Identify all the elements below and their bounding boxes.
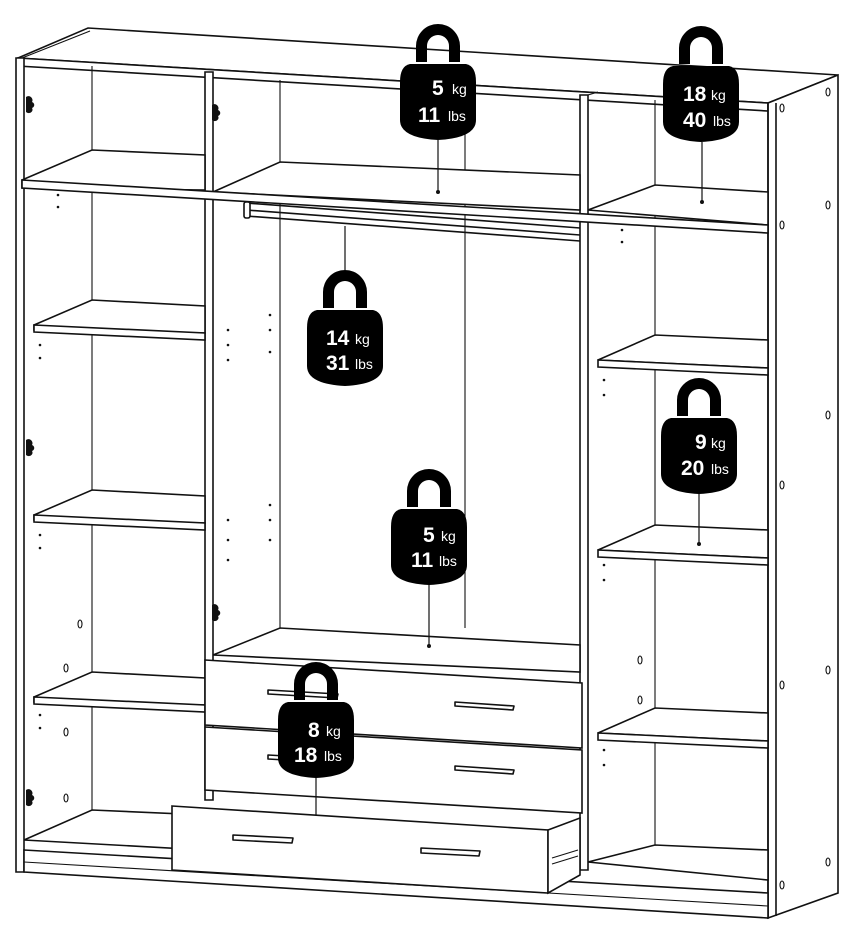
- weight-kg-value: 8: [308, 719, 320, 742]
- top-shelf: [21, 149, 769, 234]
- weight-kg-value: 14: [326, 327, 350, 350]
- weight-kg-unit: kg: [711, 435, 726, 451]
- weight-kg-unit: kg: [355, 331, 370, 347]
- weight-callout-drawer: 8 kg 18 lbs: [278, 662, 354, 778]
- weight-lbs-value: 11: [418, 104, 441, 127]
- left-shelves: [23, 299, 206, 851]
- weight-kg-value: 5: [423, 524, 435, 547]
- weight-kg-unit: kg: [441, 528, 456, 544]
- weight-callout-top-right-shelf: 18 kg 40 lbs: [663, 26, 739, 142]
- shelf-pin-holes: [38, 87, 831, 890]
- weight-lbs-unit: lbs: [448, 108, 466, 124]
- weight-kg-unit: kg: [711, 87, 726, 103]
- weight-lbs-value: 31: [326, 352, 350, 375]
- weight-callout-top-middle-shelf: 5 kg 11 lbs: [400, 24, 476, 140]
- weight-callout-middle-bottom-shelf: 5 kg 11 lbs: [391, 469, 467, 585]
- weight-kg-unit: kg: [452, 81, 467, 97]
- weight-lbs-unit: lbs: [713, 113, 731, 129]
- middle-bottom-shelf: [212, 627, 581, 673]
- weight-lbs-unit: lbs: [711, 461, 729, 477]
- weight-lbs-value: 40: [683, 109, 706, 132]
- weight-lbs-unit: lbs: [324, 748, 342, 764]
- drawers: [171, 659, 583, 895]
- weight-kg-value: 18: [683, 83, 707, 106]
- right-shelves: [587, 334, 769, 881]
- weight-lbs-value: 20: [681, 457, 704, 480]
- weight-callout-hanging-rail: 14 kg 31 lbs: [307, 270, 383, 386]
- weight-lbs-value: 18: [294, 744, 318, 767]
- weight-kg-value: 5: [432, 77, 444, 100]
- weight-lbs-unit: lbs: [355, 356, 373, 372]
- weight-callout-right-shelf: 9 kg 20 lbs: [661, 378, 737, 494]
- hanging-rail: [243, 201, 581, 242]
- weight-kg-value: 9: [695, 431, 707, 454]
- weight-lbs-value: 11: [411, 549, 434, 572]
- weight-lbs-unit: lbs: [439, 553, 457, 569]
- weight-kg-unit: kg: [326, 723, 341, 739]
- hinges: [26, 96, 221, 807]
